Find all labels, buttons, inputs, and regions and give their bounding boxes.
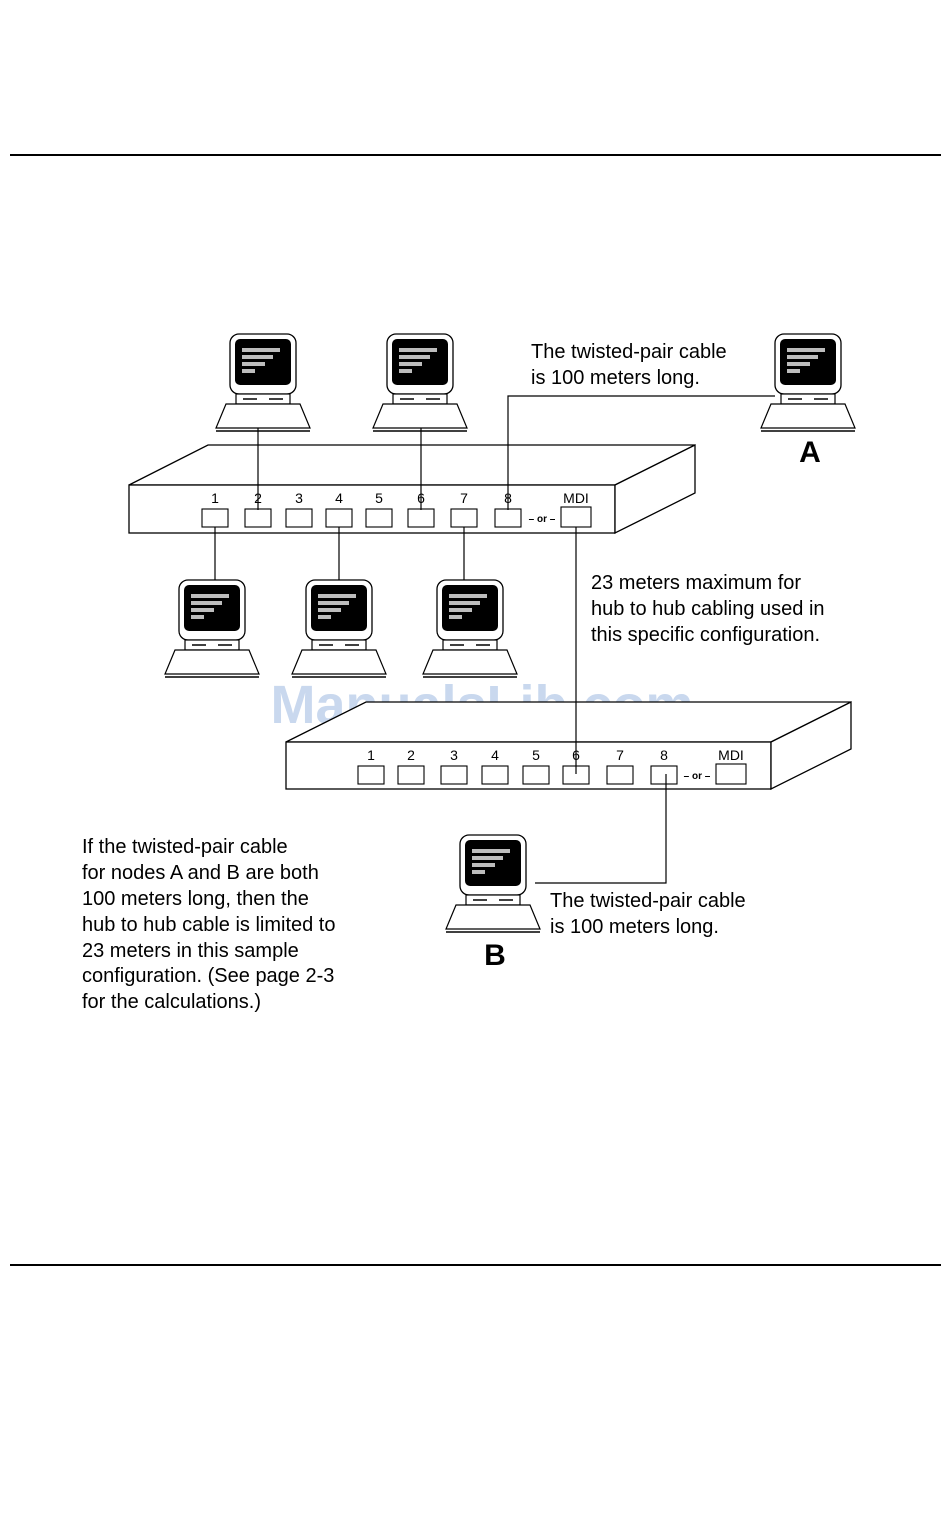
callout-a-line-2: is 100 meters long. xyxy=(531,367,700,389)
callout-hub-line-3: this specific configuration. xyxy=(591,624,820,646)
hub-top-port-7 xyxy=(450,508,478,528)
hub-bottom-port-label-8: 8 xyxy=(660,747,668,763)
computer-icon-bottom-2 xyxy=(291,579,387,678)
cable-node-b xyxy=(535,774,667,884)
hub-top-port-label-3: 3 xyxy=(295,490,303,506)
hub-bottom-port-label-2: 2 xyxy=(407,747,415,763)
hub-bottom-port-label-4: 4 xyxy=(491,747,499,763)
callout-a-line-1: The twisted-pair cable xyxy=(531,341,727,363)
note-line-5: 23 meters in this sample xyxy=(82,940,299,962)
node-b-label: B xyxy=(484,939,506,972)
computer-icon-node-b xyxy=(445,834,541,933)
hub-bottom-port-4 xyxy=(481,765,509,785)
hub-bottom-port-2 xyxy=(397,765,425,785)
callout-hub-line-1: 23 meters maximum for xyxy=(591,572,801,594)
hub-bottom-port-3 xyxy=(440,765,468,785)
hub-top-port-2 xyxy=(244,508,272,528)
cable-node-a xyxy=(507,395,775,510)
computers xyxy=(164,333,856,933)
note-line-6: configuration. (See page 2-3 xyxy=(82,965,334,987)
hub-bottom-port-mdi xyxy=(715,763,747,785)
top-rule xyxy=(10,154,941,156)
hub-bottom-port-label-1: 1 xyxy=(367,747,375,763)
hub-top-port-4 xyxy=(325,508,353,528)
hub-bottom-port-5 xyxy=(522,765,550,785)
hub-top-port-8 xyxy=(494,508,522,528)
hub-top-port-label-5: 5 xyxy=(375,490,383,506)
callout-hub-line-2: hub to hub cabling used in xyxy=(591,598,825,620)
bottom-rule xyxy=(10,1264,941,1266)
hub-bottom-port-8 xyxy=(650,765,678,785)
hub-top-port-label-4: 4 xyxy=(335,490,343,506)
hub-top xyxy=(128,443,696,535)
note-line-4: hub to hub cable is limited to xyxy=(82,914,336,936)
note-line-2: for nodes A and B are both xyxy=(82,862,319,884)
callout-b-line-1: The twisted-pair cable xyxy=(550,890,746,912)
hub-bottom-mdi-label: MDI xyxy=(718,747,744,763)
hub-top-port-1 xyxy=(201,508,229,528)
hub-top-port-label-7: 7 xyxy=(460,490,468,506)
hub-top-port-label-1: 1 xyxy=(211,490,219,506)
hub-bottom-port-label-5: 5 xyxy=(532,747,540,763)
note-line-3: 100 meters long, then the xyxy=(82,888,309,910)
hub-bottom-port-1 xyxy=(357,765,385,785)
hub-bottom-or-label: – or – xyxy=(684,771,711,782)
cables xyxy=(214,395,775,884)
note-line-7: for the calculations.) xyxy=(82,991,261,1013)
computer-icon-bottom-3 xyxy=(422,579,518,678)
computer-icon-top-1 xyxy=(215,333,311,432)
hub-top-port-5 xyxy=(365,508,393,528)
hub-bottom-port-label-3: 3 xyxy=(450,747,458,763)
note-line-1: If the twisted-pair cable xyxy=(82,836,288,858)
hub-bottom-port-7 xyxy=(606,765,634,785)
computer-icon-node-a xyxy=(760,333,856,432)
hub-top-port-3 xyxy=(285,508,313,528)
hub-top-port-6 xyxy=(407,508,435,528)
hub-bottom-port-label-7: 7 xyxy=(616,747,624,763)
hub-top-mdi-label: MDI xyxy=(563,490,589,506)
hub-top-port-mdi xyxy=(560,506,592,528)
hub-top-or-label: – or – xyxy=(529,514,556,525)
computer-icon-bottom-1 xyxy=(164,579,260,678)
computer-icon-top-2 xyxy=(372,333,468,432)
callout-b-line-2: is 100 meters long. xyxy=(550,916,719,938)
node-a-label: A xyxy=(799,436,821,469)
